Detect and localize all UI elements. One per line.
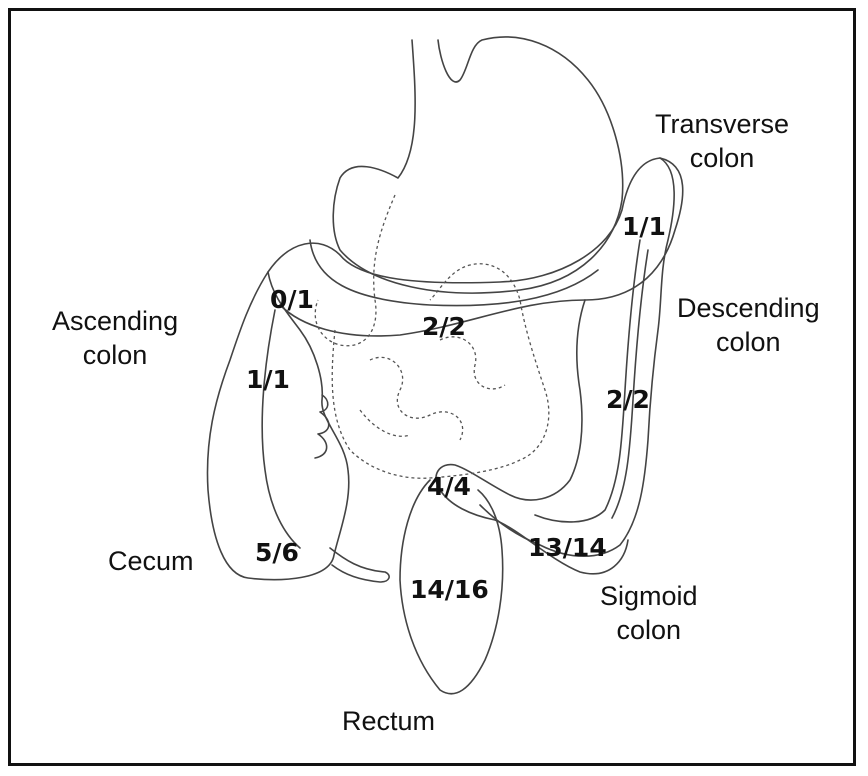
rectum-label: Rectum xyxy=(342,705,435,739)
transverse-colon-outline xyxy=(268,158,683,336)
cecum-label: Cecum xyxy=(108,545,194,579)
count-transverse-mid: 2/2 xyxy=(422,312,466,341)
count-sigmoid-upper: 4/4 xyxy=(427,472,471,501)
stomach-outline xyxy=(333,37,622,293)
ascending-colon-outline xyxy=(207,272,348,580)
count-ascending-mid: 1/1 xyxy=(246,365,290,394)
count-transverse-right: 1/1 xyxy=(622,212,666,241)
count-ascending-top: 0/1 xyxy=(270,285,314,314)
count-sigmoid: 13/14 xyxy=(528,533,607,562)
count-cecum: 5/6 xyxy=(255,538,299,567)
count-rectum: 14/16 xyxy=(410,575,489,604)
count-descending: 2/2 xyxy=(606,385,650,414)
